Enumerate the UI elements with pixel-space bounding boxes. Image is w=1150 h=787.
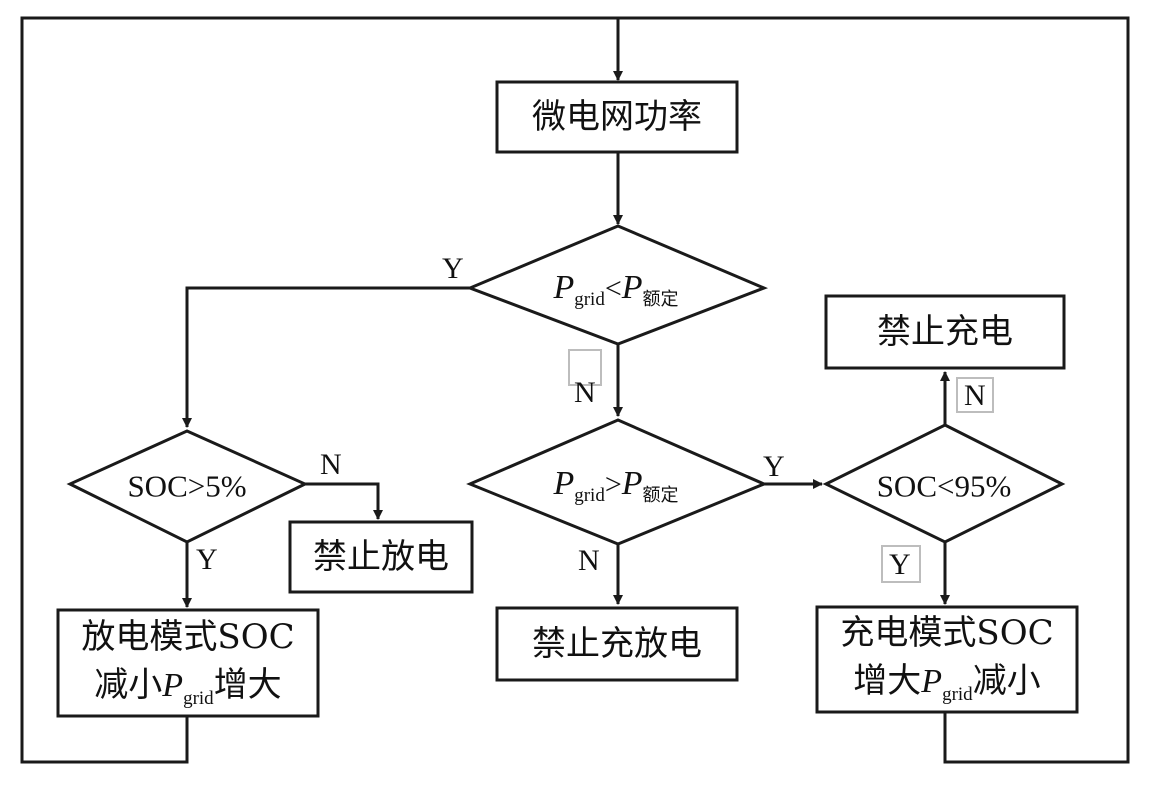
microgrid-power-box: [495, 80, 739, 154]
label-frame-soc95-yes: [881, 545, 921, 583]
charge-mode-p-sub: grid: [942, 683, 973, 705]
discharge-mode-line2-pre: 减小: [94, 664, 163, 705]
soc-lt95-label: SOC<95%: [876, 468, 1012, 504]
edge-label-low-yes: Y: [442, 252, 464, 285]
discharge-mode-line1: 放电模式SOC: [81, 617, 295, 658]
charge-mode-box: [815, 605, 1079, 714]
arrow-to-forbid-discharge: [305, 482, 383, 520]
charge-mode-line2-pre: 增大: [853, 660, 922, 701]
label-frame-low-no: [568, 349, 602, 386]
discharge-mode-p-sub: grid: [183, 687, 214, 709]
charge-mode-line2-post: 减小: [972, 660, 1041, 701]
cond-high-sub-b: 额定: [642, 485, 679, 505]
cond-low-sub-a: grid: [574, 289, 605, 310]
arrow-to-soc-gt5: [182, 286, 470, 428]
forbid-discharge-label: 禁止放电: [313, 537, 449, 577]
microgrid-power-label: 微电网功率: [532, 97, 702, 137]
charge-mode-line1: 充电模式SOC: [840, 613, 1054, 654]
edge-label-soc95-no: N: [964, 379, 986, 412]
edge-label-soc5-no: N: [320, 448, 342, 481]
forbid-charge-discharge-box: [495, 606, 739, 682]
forbid-charge-discharge-label: 禁止充放电: [532, 624, 702, 664]
discharge-mode-line2-post: 增大: [213, 664, 282, 705]
soc-gt5-diamond: [66, 429, 309, 544]
forbid-discharge-box: [288, 520, 474, 594]
edge-label-low-no: N: [574, 376, 596, 409]
cond-high-sub-a: grid: [574, 485, 605, 506]
soc-lt95-diamond: [822, 423, 1066, 544]
edge-label-high-no: N: [578, 544, 600, 577]
discharge-mode-p: P: [162, 666, 184, 704]
edge-label-high-yes: Y: [763, 450, 785, 483]
edge-label-soc5-yes: Y: [196, 543, 218, 576]
feedback-loop-line: [20, 16, 1130, 764]
discharge-mode-label: 放电模式SOC 减小Pgrid增大: [81, 614, 294, 712]
soc-gt5-label: SOC>5%: [127, 468, 247, 504]
cond-high-diamond: [466, 418, 768, 546]
discharge-mode-box: [56, 608, 320, 718]
discharge-mode-line2: 减小Pgrid增大: [81, 662, 294, 712]
cond-high-label: Pgrid>P额定: [553, 465, 679, 506]
cond-low-p: P: [553, 269, 575, 306]
charge-mode-label: 充电模式SOC 增大Pgrid减小: [840, 610, 1053, 708]
cond-high-p2: P: [621, 465, 643, 502]
cond-low-p2: P: [621, 269, 643, 306]
forbid-charge-box: [824, 294, 1066, 370]
cond-low-sub-b: 额定: [642, 289, 679, 309]
forbid-charge-label: 禁止充电: [877, 312, 1013, 352]
label-frame-soc95-no: [956, 377, 994, 413]
edge-label-soc95-yes: Y: [889, 548, 911, 581]
cond-low-diamond: [465, 224, 769, 346]
charge-mode-p: P: [921, 662, 943, 700]
charge-mode-line2: 增大Pgrid减小: [840, 658, 1053, 708]
cond-low-op: <: [604, 272, 622, 305]
cond-high-p: P: [553, 465, 575, 502]
cond-high-op: >: [604, 468, 622, 501]
cond-low-label: Pgrid<P额定: [553, 269, 679, 310]
